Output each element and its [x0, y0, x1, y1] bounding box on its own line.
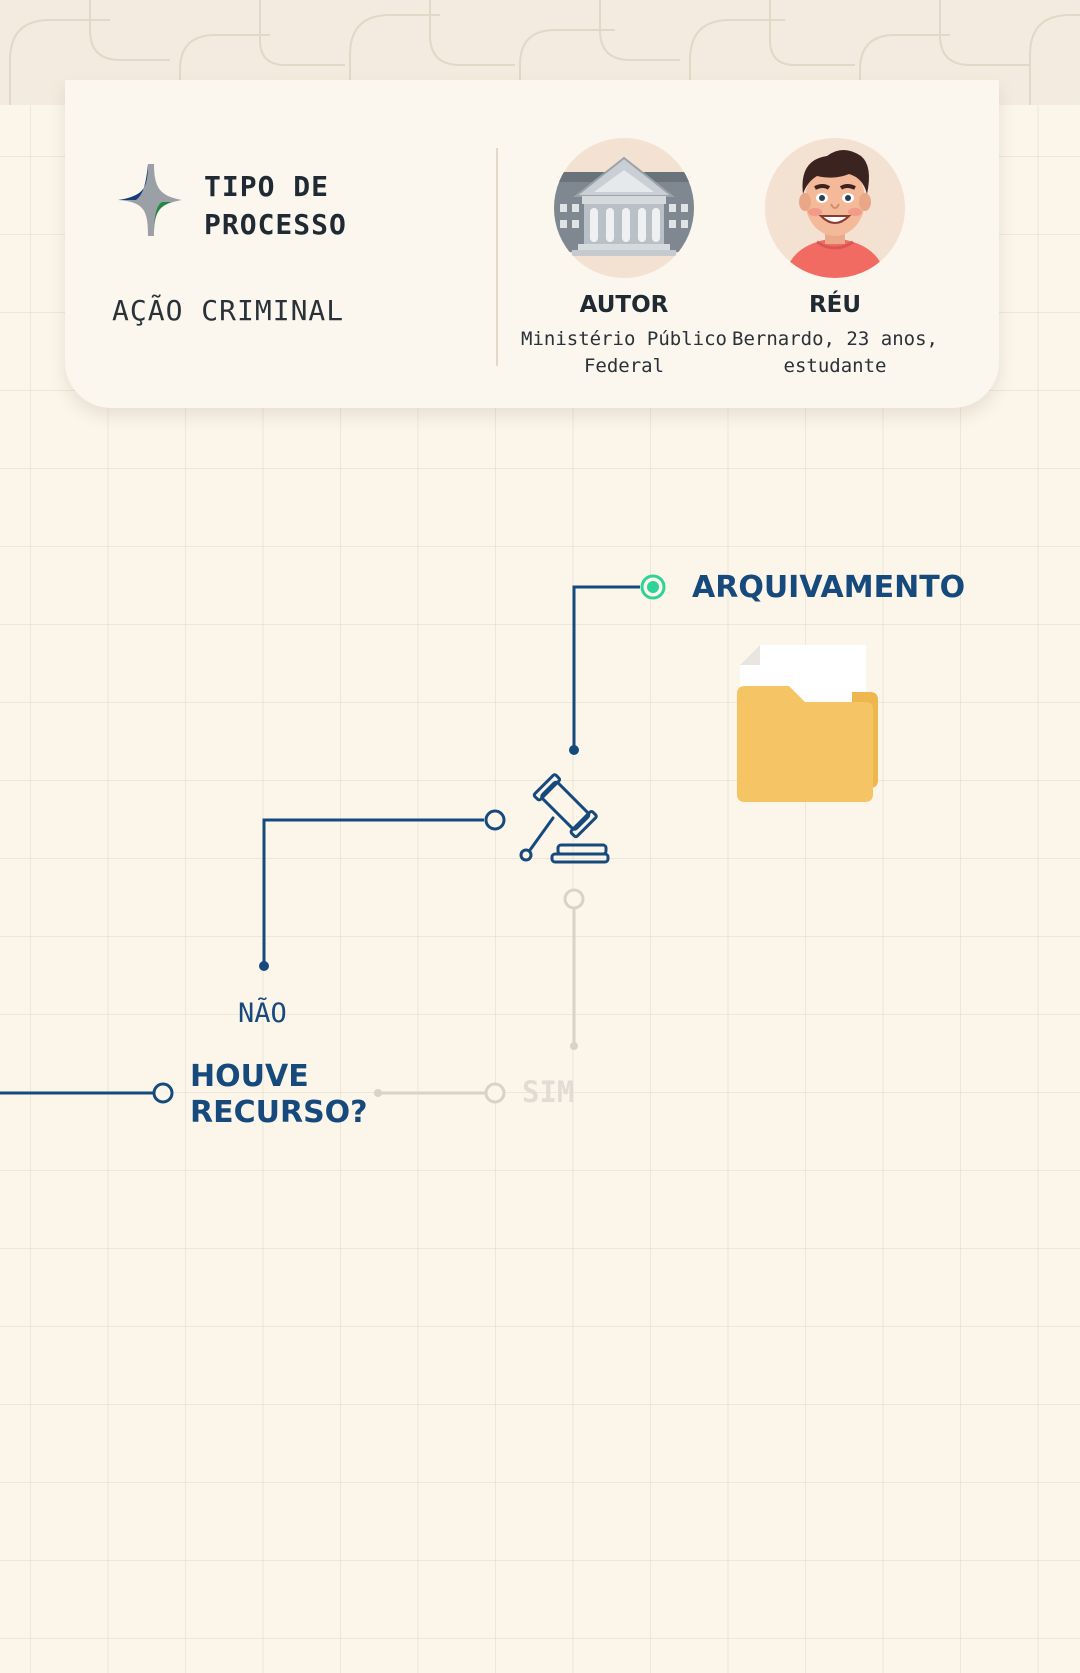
process-type-value: AÇÃO CRIMINAL: [112, 294, 345, 327]
yes-node: [484, 1082, 506, 1104]
gavel-icon: [519, 773, 610, 864]
process-type-label: TIPO DE PROCESSO: [204, 170, 347, 241]
connector-decision-to-outcome: [572, 585, 640, 750]
answer-yes-label: SIM: [522, 1075, 575, 1109]
connector-dot: [259, 961, 269, 971]
party-role-autor: AUTOR: [579, 292, 669, 318]
decision-bottom-node: [563, 888, 585, 910]
folder-icon: [737, 645, 878, 802]
party-description-autor: Ministério Público Federal: [521, 328, 727, 377]
question-node: [152, 1082, 174, 1104]
connector-dot: [374, 1089, 382, 1097]
party-role-reu: RÉU: [808, 292, 862, 318]
decision-node: [484, 809, 506, 831]
outcome-label: ARQUIVAMENTO: [692, 570, 966, 605]
outcome-node-core: [647, 581, 659, 593]
institution-logo-icon: [118, 164, 182, 236]
connector-dot: [569, 745, 579, 755]
connector-dot: [570, 1042, 578, 1050]
card-divider: [496, 148, 498, 366]
courthouse-icon: [554, 138, 694, 278]
connector-no-to-decision: [262, 818, 484, 966]
party-description-reu: Bernardo, 23 anos, estudante: [732, 328, 938, 377]
decorative-pattern: [9, 0, 1080, 105]
question-label: HOUVE RECURSO?: [190, 1059, 368, 1130]
man-avatar: [765, 138, 905, 278]
answer-no-label: NÃO: [238, 998, 287, 1029]
